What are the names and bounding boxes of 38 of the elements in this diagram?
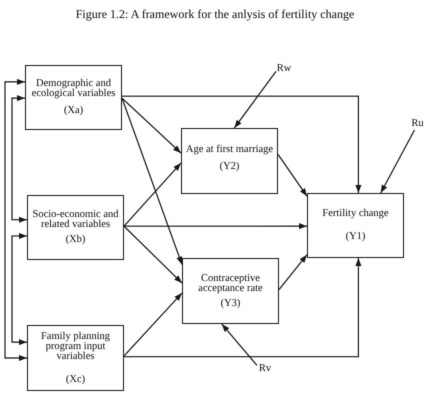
variable-code: (Xc) (66, 374, 86, 384)
arrow (278, 154, 308, 197)
arrow (124, 226, 182, 284)
arrow (11, 232, 27, 346)
arrow (124, 162, 182, 227)
residual-label: Rv (257, 363, 273, 375)
residual-label: Ru (410, 118, 425, 130)
box-title: Socio-economic and related variables (31, 210, 120, 230)
arrow (124, 258, 362, 358)
variable-box (307, 193, 404, 258)
box-title: Age at first marriage (186, 145, 274, 155)
arrow (4, 78, 27, 361)
box-title: Family planning program input variables (40, 332, 112, 362)
figure-title: Figure 1.2: A framework for the anlysis of fertility change (74, 7, 356, 21)
arrow (122, 96, 362, 193)
box-title: Fertility change (322, 209, 389, 219)
arrow (234, 71, 276, 128)
variable-code: (Y3) (220, 298, 240, 308)
variable-box (25, 65, 122, 130)
arrow (122, 98, 182, 154)
variable-code: (Y1) (346, 232, 366, 242)
arrow (221, 324, 258, 366)
variable-code: (Y2) (220, 162, 240, 172)
variable-code: (Xb) (66, 235, 86, 245)
box-title: Demographic and ecological variables (30, 79, 116, 99)
arrow (121, 98, 183, 265)
arrow (380, 130, 416, 194)
arrow (124, 292, 182, 356)
variable-box (27, 325, 124, 391)
variable-code: (Xa) (64, 106, 84, 116)
variable-box (27, 195, 124, 260)
residual-label: Rw (276, 63, 292, 75)
arrow (11, 95, 27, 223)
box-title: Contraceptive acceptance rate (197, 274, 264, 294)
variable-box (182, 258, 279, 324)
arrow (124, 223, 307, 230)
variable-box (181, 128, 278, 194)
arrow (278, 254, 308, 290)
